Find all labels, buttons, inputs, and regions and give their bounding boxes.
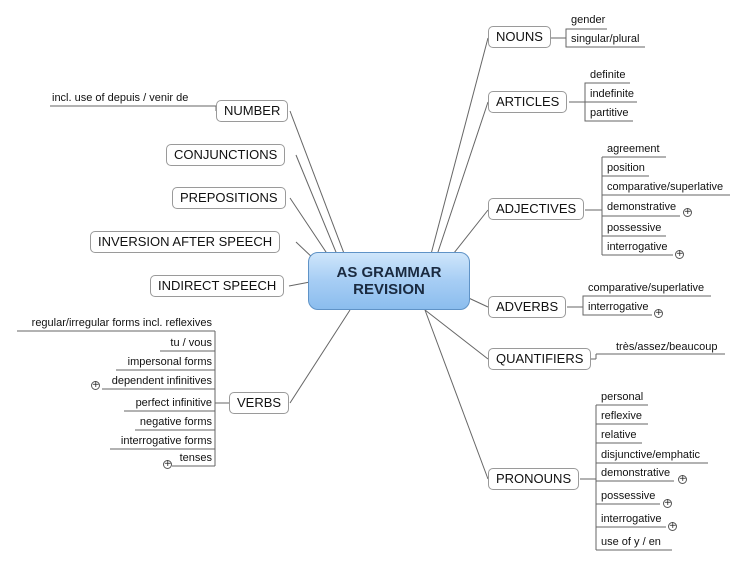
subtopic-gender[interactable]: gender [571, 14, 606, 26]
topic-adverbs[interactable]: ADVERBS [488, 296, 567, 318]
subtopic-comparative-superlative[interactable]: comparative/superlative [588, 282, 705, 294]
subtopic-demonstrative[interactable]: demonstrative [601, 467, 671, 479]
subtopic-indefinite[interactable]: indefinite [590, 88, 635, 100]
topic-quantifiers[interactable]: QUANTIFIERS [488, 348, 592, 370]
subtopic-dependent-infinitives[interactable]: dependent infinitives [111, 375, 212, 387]
subtopic-tres-assez-beaucoup[interactable]: très/assez/beaucoup [616, 341, 718, 353]
topic-adjectives[interactable]: ADJECTIVES [488, 198, 585, 220]
plus-circle-icon[interactable]: + [163, 459, 172, 469]
subtopic-relative[interactable]: relative [601, 429, 637, 441]
subtopic-possessive[interactable]: possessive [601, 490, 656, 502]
subtopic-agreement[interactable]: agreement [607, 143, 660, 155]
plus-circle-icon[interactable]: + [668, 521, 677, 531]
subtopic-position[interactable]: position [607, 162, 645, 174]
subtopic-disjunctive-emphatic[interactable]: disjunctive/emphatic [601, 449, 701, 461]
subtopic-tenses[interactable]: tenses [179, 452, 212, 464]
subtopic-possessive[interactable]: possessive [607, 222, 662, 234]
subtopic-interrogative[interactable]: interrogative [607, 241, 668, 253]
plus-circle-icon[interactable]: + [675, 249, 684, 259]
subtopic-negative-forms[interactable]: negative forms [139, 416, 212, 428]
subtopic-perfect-infinitive[interactable]: perfect infinitive [135, 397, 212, 409]
plus-circle-icon[interactable]: + [678, 474, 687, 484]
subtopic-reflexive[interactable]: reflexive [601, 410, 642, 422]
subtopic-personal[interactable]: personal [601, 391, 644, 403]
plus-circle-icon[interactable]: + [683, 207, 692, 217]
subtopic-singular-plural[interactable]: singular/plural [571, 33, 640, 45]
plus-circle-icon[interactable]: + [654, 308, 663, 318]
topic-inversion-after-speech[interactable]: INVERSION AFTER SPEECH [90, 231, 281, 253]
topic-indirect-speech[interactable]: INDIRECT SPEECH [150, 275, 285, 297]
topic-number[interactable]: NUMBER [216, 100, 289, 122]
plus-circle-icon[interactable]: + [663, 498, 672, 508]
subtopic-impersonal-forms[interactable]: impersonal forms [127, 356, 212, 368]
subtopic-use-of-depuis-venir-de[interactable]: incl. use of depuis / venir de [52, 92, 189, 104]
plus-circle-icon[interactable]: + [91, 380, 100, 390]
subtopic-interrogative[interactable]: interrogative [601, 513, 662, 525]
subtopic-tu-vous[interactable]: tu / vous [170, 337, 212, 349]
subtopic-comparative-superlative[interactable]: comparative/superlative [607, 181, 724, 193]
subtopic-interrogative-forms[interactable]: interrogative forms [120, 435, 212, 447]
topic-articles[interactable]: ARTICLES [488, 91, 568, 113]
topic-conjunctions[interactable]: CONJUNCTIONS [166, 144, 286, 166]
subtopic-regular-irregular-forms[interactable]: regular/irregular forms incl. reflexives [31, 317, 212, 329]
topic-prepositions[interactable]: PREPOSITIONS [172, 187, 286, 209]
topic-pronouns[interactable]: PRONOUNS [488, 468, 580, 490]
topic-nouns[interactable]: NOUNS [488, 26, 551, 48]
topic-verbs[interactable]: VERBS [229, 392, 290, 414]
subtopic-use-of-y-en[interactable]: use of y / en [601, 536, 661, 548]
subtopic-partitive[interactable]: partitive [590, 107, 629, 119]
subtopic-interrogative[interactable]: interrogative [588, 301, 649, 313]
subtopic-demonstrative[interactable]: demonstrative [607, 201, 677, 213]
subtopic-definite[interactable]: definite [590, 69, 626, 81]
central-topic[interactable]: AS GRAMMAR REVISION [308, 252, 470, 310]
